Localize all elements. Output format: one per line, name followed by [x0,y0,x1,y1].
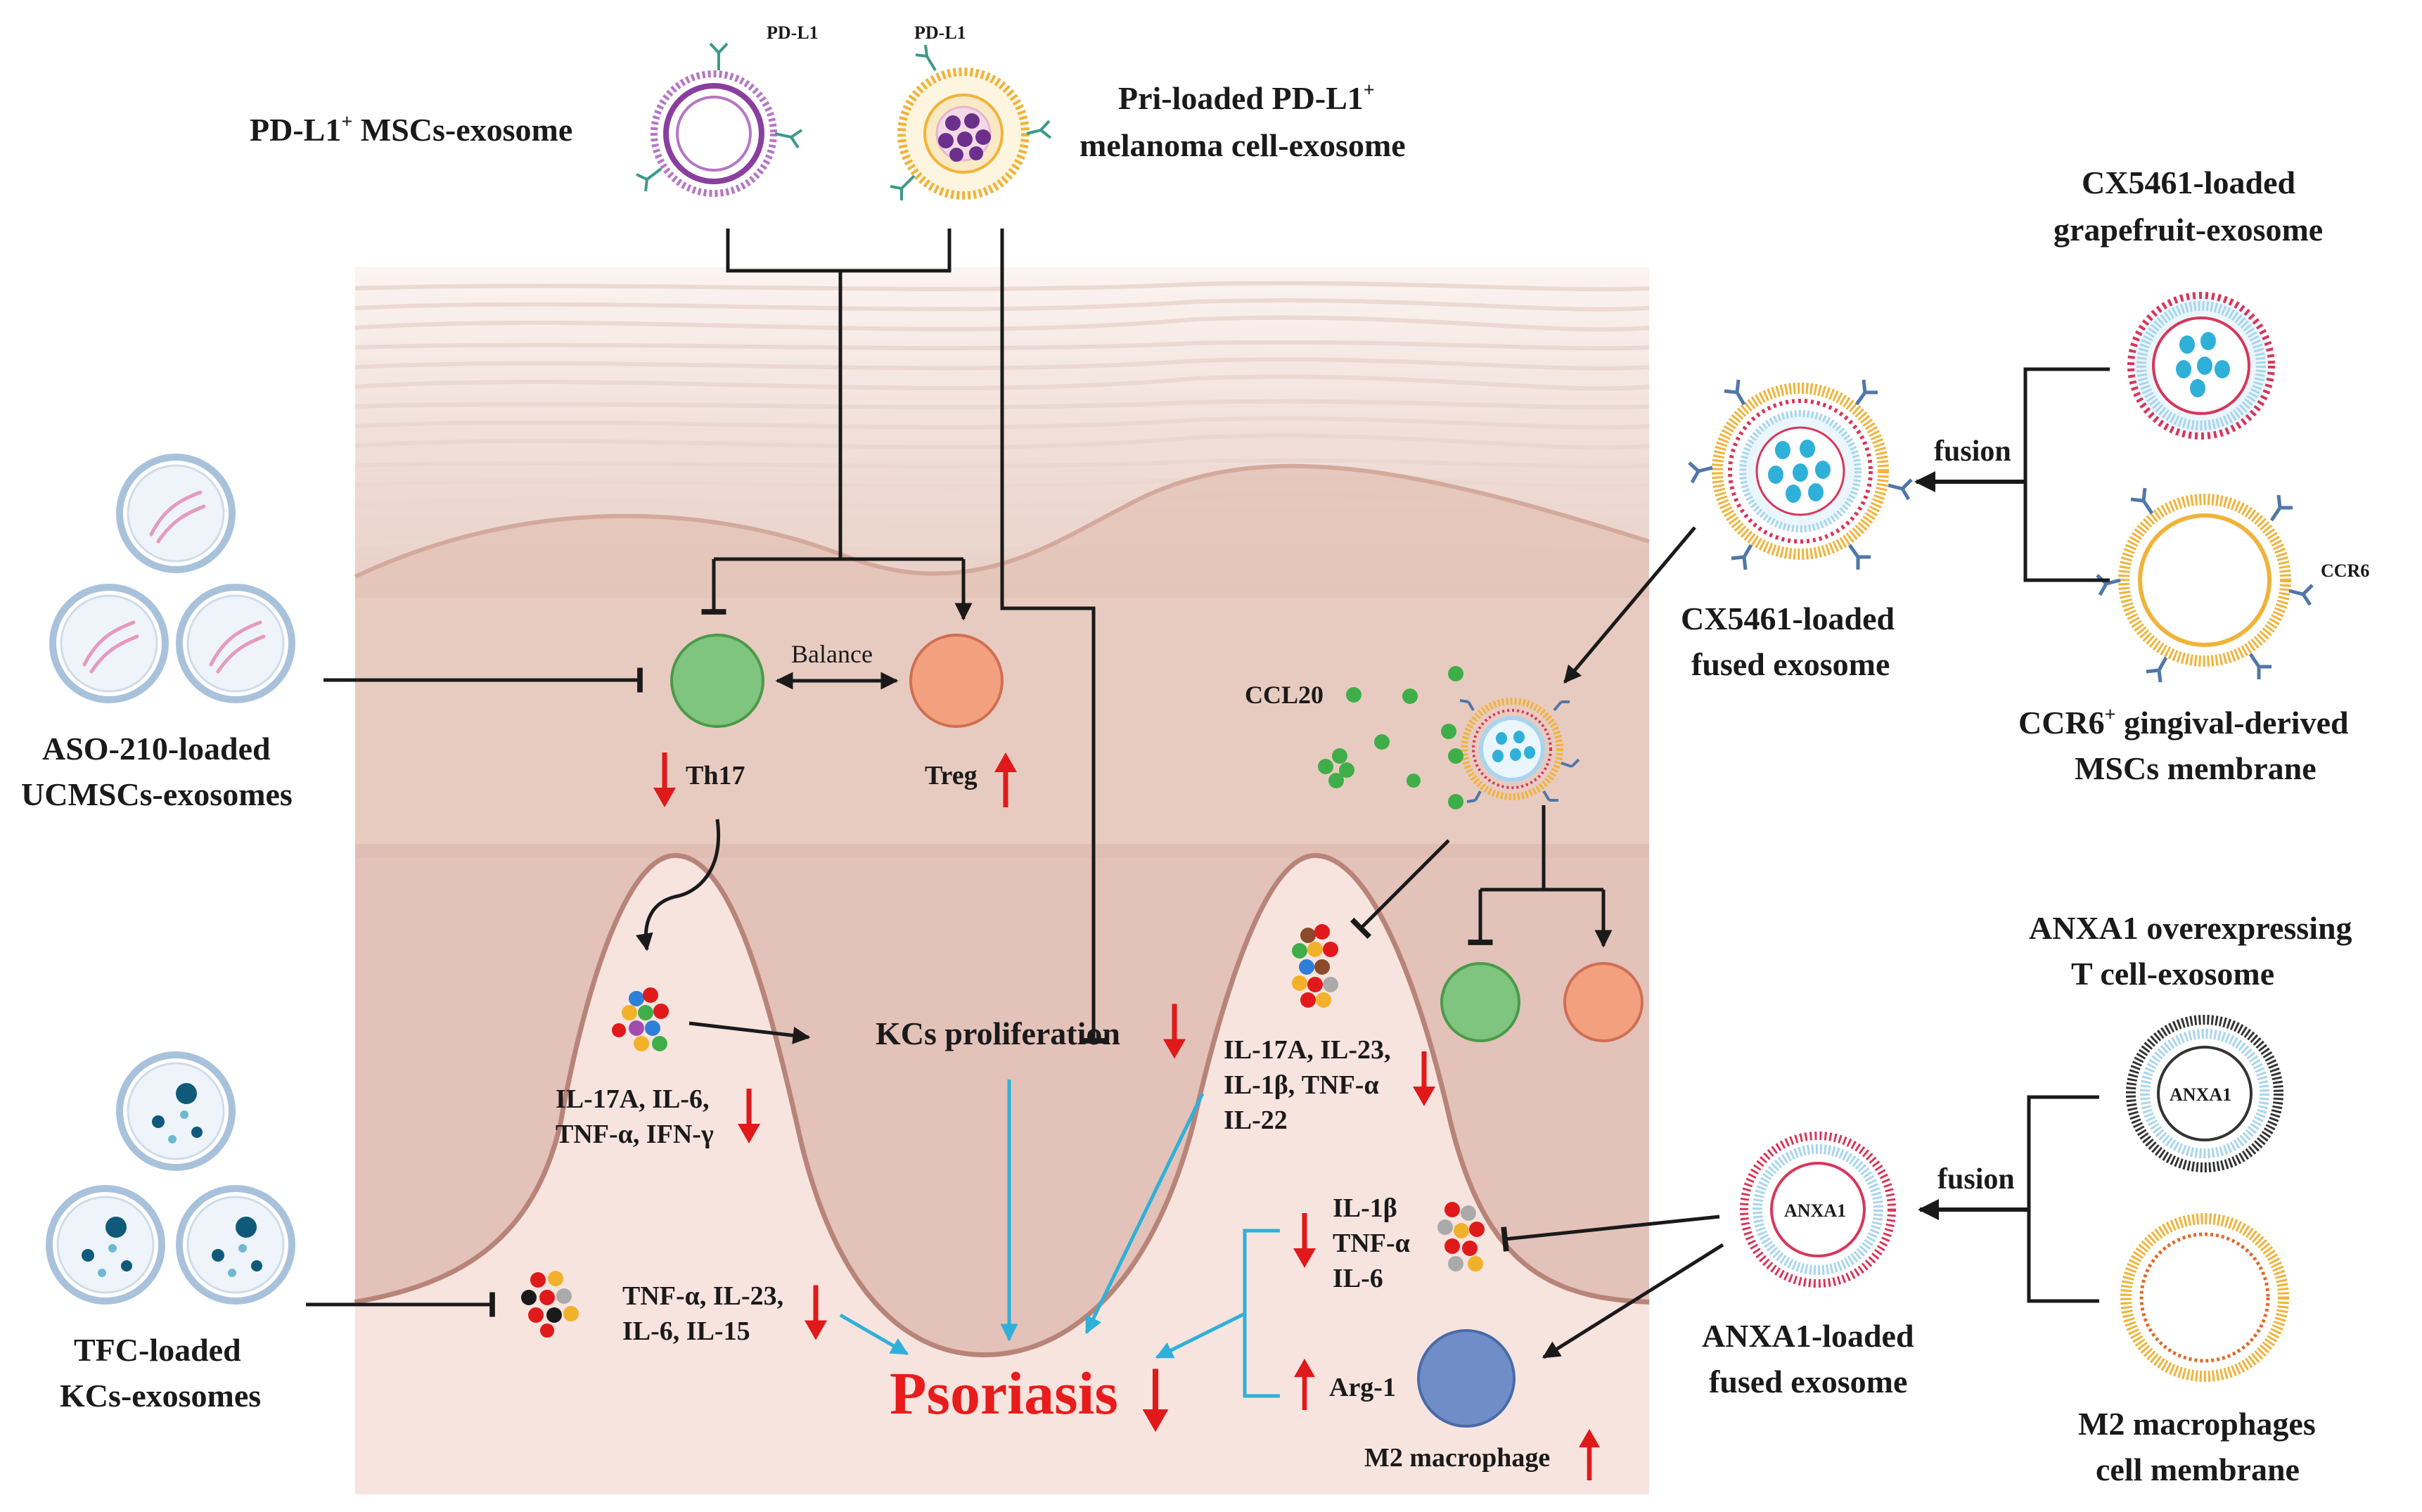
tfc-kcs-exosomes [46,1051,295,1305]
fused-to-cells-connector [1468,805,1613,948]
aso-210-label-1: ASO-210-loaded [42,731,271,767]
ccr6-membrane-label-2: MSCs membrane [2075,750,2317,786]
fusion-label-top: fusion [1934,435,2011,468]
aso-210-ucmsc-exosomes [49,454,295,703]
anxa1-to-m2-arrow [1542,1243,1724,1359]
cyan-arrows-to-psoriasis [839,1079,1205,1356]
cytokines-right-line2: IL-1β, TNF-α [1224,1070,1379,1100]
fused-inhibit-cytokines-line [1350,839,1450,940]
fusion-bracket-bottom [2027,1095,2099,1303]
ccl20-label: CCL20 [1245,681,1324,709]
pdl1-msc-exosome-label: PD-L1+ MSCs-exosome [250,111,572,148]
tfc-label-2: KCs-exosomes [60,1378,261,1414]
anxa1-inner-label-b: ANXA1 [1784,1200,1846,1221]
cytokines-right-line1: IL-17A, IL-23, [1224,1035,1391,1065]
cytokine-cluster-bottom [521,1271,579,1338]
m2-membrane-label-2: cell membrane [2096,1452,2300,1487]
ccr6-membrane-label-1: CCR6+ gingival-derived [2018,704,2349,741]
pdl1-small-label-b: PD-L1 [914,23,966,43]
cytokines-bottom-line2: IL-6, IL-15 [622,1316,750,1346]
cytokines-to-kcs-arrow [688,1021,811,1044]
fusion-bracket-top [2023,367,2110,582]
psoriasis-label: Psoriasis [890,1359,1118,1427]
treg-cell [909,634,1004,728]
anxa1-fused-label-1: ANXA1-loaded [1702,1318,1914,1354]
cytokine-cluster-left [612,987,669,1051]
th17-cell [670,634,764,728]
m2-macrophage-cell [1417,1329,1516,1428]
fusion-label-bottom: fusion [1937,1163,2015,1196]
cx5461-grapefruit-label-1: CX5461-loaded [2082,165,2296,200]
m2-to-psoriasis-arrow [1155,1312,1246,1359]
pri-loaded-label-line1: Pri-loaded PD-L1+ [1118,79,1375,116]
pdl1-small-label-a: PD-L1 [767,23,819,43]
cytokines-left-line1: IL-17A, IL-6, [556,1084,710,1114]
cx5461-fused-exosome [1688,379,1913,570]
th17-cell-right [1440,962,1520,1042]
aso-210-label-2: UCMSCs-exosomes [21,776,293,812]
cx5461-fused-label-1: CX5461-loaded [1681,601,1895,636]
ccl20-and-small-fused-exosome [1318,666,1580,809]
cx5461-fused-label-2: fused exosome [1691,646,1890,682]
arg1-label: Arg-1 [1329,1373,1396,1402]
th17-to-cytokines-arrow [635,819,720,952]
m2-cytokine-line3: IL-6 [1333,1264,1383,1293]
treg-label: Treg [925,761,978,790]
top-connector-lines [701,229,1106,1044]
cytokines-right-line3: IL-22 [1224,1106,1288,1135]
pd-l1-msc-exosome: PD-L1 [636,23,819,197]
m2-cytokine-line2: TNF-α [1333,1229,1410,1258]
cytokines-bottom-line1: TNF-α, IL-23, [622,1281,783,1311]
m2-membrane-label-1: M2 macrophages [2078,1406,2316,1442]
anxa1-fused-exosome [1740,1132,1896,1288]
m2-macrophage-label: M2 macrophage [1364,1443,1550,1473]
pri-loaded-melanoma-exosome: PD-L1 [890,23,1052,200]
treg-cell-right [1563,962,1644,1042]
balance-label: Balance [791,640,873,668]
anxa1-fused-label-2: fused exosome [1709,1364,1907,1399]
pri-loaded-label-line2: melanoma cell-exosome [1079,127,1406,163]
cytokines-left-line2: TNF-α, IFN-γ [556,1120,714,1149]
th17-label: Th17 [686,761,745,790]
cx5461-grapefruit-exosome [2127,292,2275,440]
ccr6-small-label: CCR6 [2321,560,2369,581]
anxa1-inhibit-cytokines-line [1501,1215,1720,1252]
cx5461-grapefruit-label-2: grapefruit-exosome [2053,212,2323,248]
cytokine-cluster-m2 [1437,1202,1485,1271]
ccr6-gingival-msc-membrane [2096,487,2314,683]
anxa1-inner-label-a: ANXA1 [2170,1084,2231,1105]
m2-cyan-bracket [1243,1229,1280,1398]
anxa1-exosome-label-2: T cell-exosome [2071,956,2274,992]
fused-to-skin-arrow [1563,526,1696,684]
anxa1-exosome-label-1: ANXA1 overexpressing [2029,910,2352,946]
anxa1-t-cell-exosome [2126,1015,2283,1172]
m2-cytokine-line1: IL-1β [1333,1193,1397,1223]
m2-macrophage-cell-membrane [2120,1213,2289,1382]
cytokine-cluster-right [1292,924,1338,1008]
tfc-label-1: TFC-loaded [74,1332,241,1368]
kcs-proliferation-label: KCs proliferation [876,1016,1120,1051]
